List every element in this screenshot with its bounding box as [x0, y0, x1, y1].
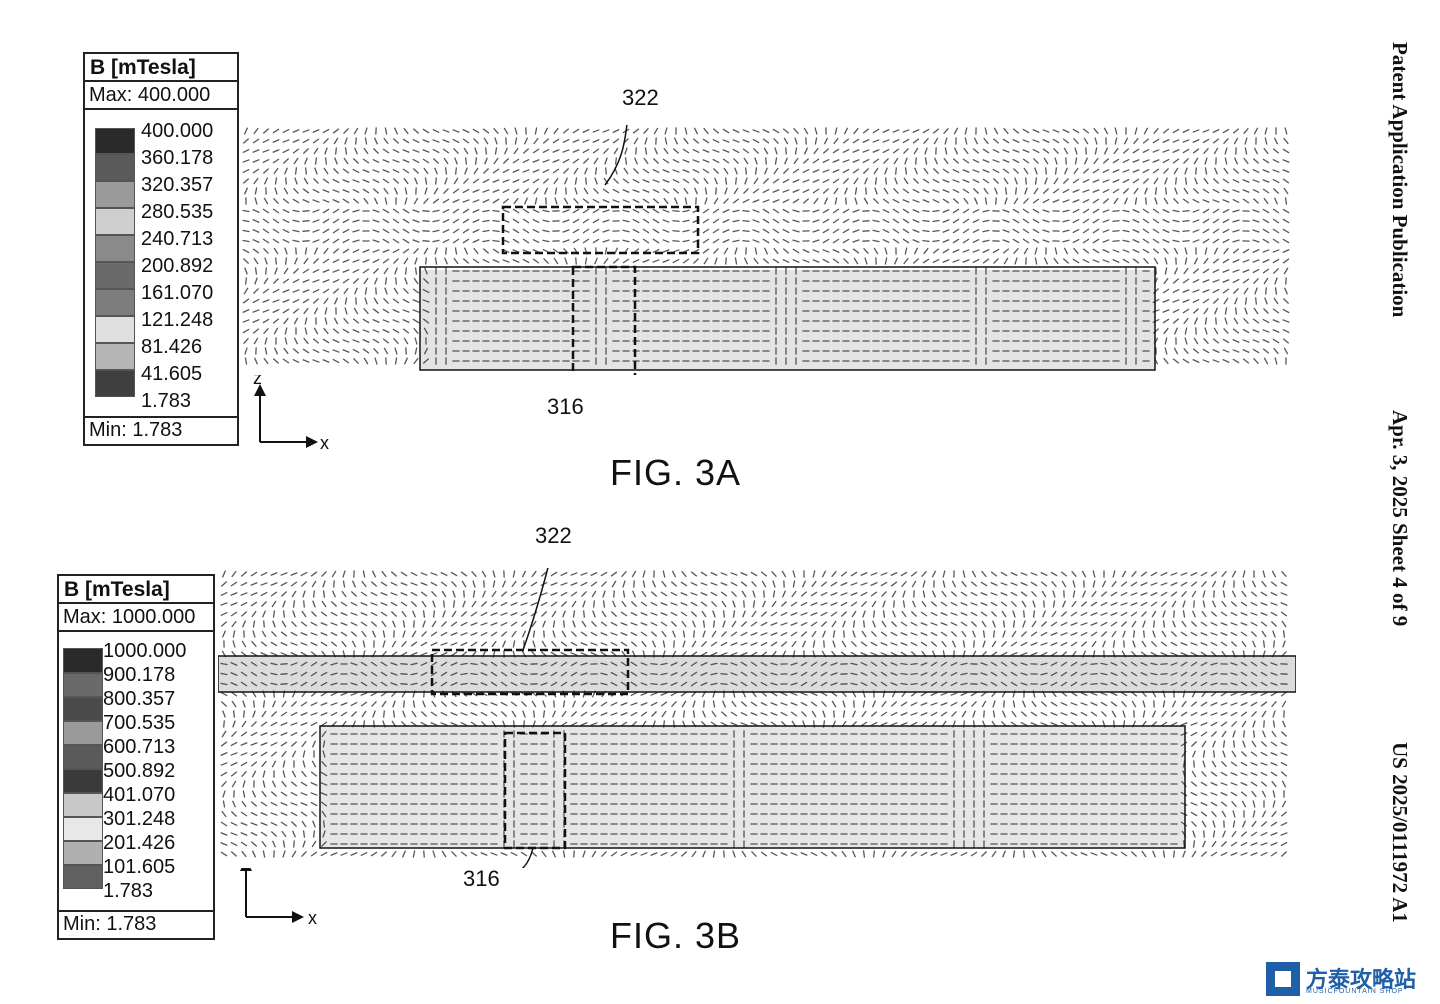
legend-swatch-3 — [95, 181, 135, 208]
legend-swatch-8 — [63, 817, 103, 841]
field-arrows — [220, 570, 1288, 858]
leader-line-322 — [522, 568, 549, 651]
legend-value: 161.070 — [141, 282, 214, 304]
legend-swatch-9 — [63, 841, 103, 865]
axis-z-label: z — [253, 368, 262, 388]
axis-x-label: x — [320, 433, 329, 453]
watermark-logo: 方泰攻略站 MUSICFOUNTAIN SHOP — [1266, 962, 1436, 998]
watermark-subtext: MUSICFOUNTAIN SHOP — [1306, 988, 1404, 995]
publication-header: Patent Application Publication — [1388, 42, 1412, 318]
leader-line-316 — [521, 847, 534, 868]
legend-value: 500.892 — [103, 760, 176, 782]
legend-swatch-7 — [95, 289, 135, 316]
legend-value: 201.426 — [103, 832, 176, 854]
legend-value: 121.248 — [141, 309, 214, 331]
magnet-array-outline — [319, 725, 1186, 849]
magnet-array-outline — [419, 266, 1156, 371]
leader-line-322 — [604, 125, 628, 186]
legend-scale: 1000.000 900.178 800.357 700.535 600.713… — [63, 640, 213, 910]
region-316-box — [503, 731, 567, 850]
legend-value: 800.357 — [103, 688, 176, 710]
field-arrow-path — [242, 127, 1290, 365]
legend-value: 700.535 — [103, 712, 176, 734]
conductor-band-outline — [218, 655, 1296, 693]
legend-value: 200.892 — [141, 255, 214, 277]
legend-value: 41.605 — [141, 363, 203, 385]
legend-swatch-6 — [95, 262, 135, 289]
legend-value: 240.713 — [141, 228, 214, 250]
field-arrow-path — [220, 570, 1288, 858]
legend-fig-3b: B [mTesla] Max: 1000.000 1000.000 900.17… — [57, 574, 215, 940]
legend-swatch-5 — [63, 745, 103, 769]
reference-322-fig-3a: 322 — [622, 85, 659, 110]
legend-max: Max: 400.000 — [85, 82, 237, 110]
legend-swatch-9 — [95, 343, 135, 370]
figure-label-3b: FIG. 3B — [610, 915, 742, 956]
field-arrows — [242, 127, 1290, 365]
legend-value: 1.783 — [103, 880, 154, 902]
date-sheet-header: Apr. 3, 2025 Sheet 4 of 9 — [1388, 410, 1412, 627]
legend-value: 320.357 — [141, 174, 214, 196]
reference-322-fig-3b: 322 — [535, 523, 572, 548]
watermark-icon — [1266, 962, 1300, 996]
legend-swatch-6 — [63, 769, 103, 793]
legend-value: 280.535 — [141, 201, 214, 223]
field-plot-fig-3a — [240, 125, 1300, 375]
patent-number-header: US 2025/0111972 A1 — [1388, 742, 1412, 923]
region-322-box — [430, 648, 630, 696]
watermark-text: 方泰攻略站 — [1306, 967, 1417, 992]
legend-swatch-10 — [95, 370, 135, 397]
legend-value: 600.713 — [103, 736, 176, 758]
magnet-array-region — [420, 270, 1155, 370]
legend-title: B [mTesla] — [85, 54, 237, 82]
legend-min: Min: 1.783 — [59, 910, 213, 938]
legend-value: 900.178 — [103, 664, 176, 686]
legend-fig-3a: B [mTesla] Max: 400.000 400.000 360.178 … — [83, 52, 239, 446]
legend-swatch-8 — [95, 316, 135, 343]
legend-value: 400.000 — [141, 120, 214, 142]
legend-swatch-1 — [95, 128, 135, 154]
legend-swatch-2 — [63, 673, 103, 697]
field-plot-fig-3b — [218, 568, 1296, 868]
legend-swatch-2 — [95, 154, 135, 181]
legend-swatch-5 — [95, 235, 135, 262]
legend-value: 301.248 — [103, 808, 176, 830]
legend-swatch-4 — [63, 721, 103, 745]
legend-scale: 400.000 360.178 320.357 280.535 240.713 … — [95, 120, 235, 412]
legend-value: 360.178 — [141, 147, 214, 169]
legend-swatch-10 — [63, 865, 103, 889]
legend-value: 1000.000 — [103, 640, 187, 662]
legend-value: 101.605 — [103, 856, 176, 878]
legend-swatch-1 — [63, 648, 103, 673]
legend-value: 81.426 — [141, 336, 203, 358]
legend-swatch-4 — [95, 208, 135, 235]
legend-value: 1.783 — [141, 390, 192, 412]
legend-max: Max: 1000.000 — [59, 604, 213, 632]
magnet-array-region — [320, 726, 1185, 848]
axis-triad-fig-3a — [254, 384, 318, 448]
legend-min: Min: 1.783 — [85, 416, 237, 444]
reference-316-fig-3b: 316 — [463, 866, 500, 891]
legend-value: 401.070 — [103, 784, 176, 806]
region-316-box — [571, 265, 637, 375]
figure-label-3a: FIG. 3A — [610, 452, 742, 493]
region-322-box — [501, 205, 700, 255]
legend-title: B [mTesla] — [59, 576, 213, 604]
legend-swatch-7 — [63, 793, 103, 817]
axis-x-label: x — [308, 908, 317, 928]
reference-316-fig-3a: 316 — [547, 394, 584, 419]
legend-swatch-3 — [63, 697, 103, 721]
